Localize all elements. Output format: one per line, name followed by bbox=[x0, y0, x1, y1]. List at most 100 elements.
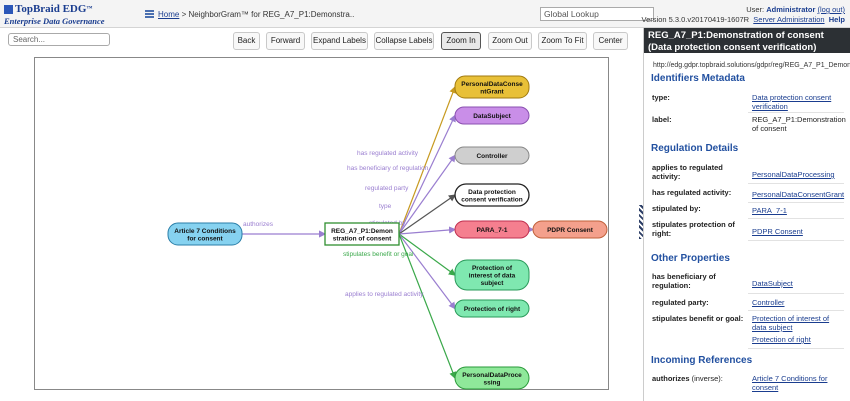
divider bbox=[748, 202, 844, 203]
hamburger-menu-icon[interactable] bbox=[145, 10, 154, 18]
node-label: PDPR Consent bbox=[547, 227, 594, 234]
applies-to-label: applies to regulated activity: bbox=[652, 163, 723, 181]
node-label: Protection of bbox=[472, 265, 513, 272]
breadcrumb-home-link[interactable]: Home bbox=[158, 10, 180, 19]
divider bbox=[748, 183, 844, 184]
breadcrumb-separator: > bbox=[179, 10, 189, 19]
neighborgram-graph[interactable]: authorizes has regulated activity has bene… bbox=[35, 58, 610, 391]
node-center[interactable]: REG_A7_P1:Demonstration of consent bbox=[324, 222, 400, 246]
regulated-party-link[interactable]: Controller bbox=[752, 298, 785, 307]
collapse-labels-button[interactable]: Collapse Labels bbox=[374, 32, 434, 50]
has-regulated-activity-label: has regulated activity: bbox=[652, 188, 732, 197]
edge-center-protect_right bbox=[398, 233, 456, 310]
back-button[interactable]: Back bbox=[233, 32, 260, 50]
edge-label-type: type bbox=[379, 203, 392, 210]
stipulates-protection-label: stipulates protection of right: bbox=[652, 220, 735, 238]
node-label: for consent bbox=[187, 235, 223, 242]
zoom-out-button[interactable]: Zoom Out bbox=[488, 32, 532, 50]
node-pdcg[interactable]: PersonalDataConsentGrant bbox=[454, 75, 530, 99]
edge-label-has_regulated_activity: has regulated activity bbox=[357, 150, 419, 157]
edge-center-datasubject bbox=[398, 114, 456, 235]
node-label: interest of data bbox=[469, 273, 516, 280]
node-shape bbox=[454, 146, 530, 165]
node-shape bbox=[532, 220, 608, 239]
label-label: label: bbox=[652, 115, 672, 124]
divider bbox=[748, 218, 844, 219]
node-datasubject[interactable]: DataSubject bbox=[454, 106, 530, 125]
stipulates-protection-link[interactable]: PDPR Consent bbox=[752, 227, 803, 236]
authorizes-label: authorizes (inverse): bbox=[652, 374, 723, 383]
node-label: stration of consent bbox=[333, 235, 392, 242]
edge-label-applies_to: applies to regulated activity bbox=[345, 291, 424, 298]
node-pdp[interactable]: PersonalDataProcessing bbox=[454, 366, 530, 390]
zoom-to-fit-button[interactable]: Zoom To Fit bbox=[538, 32, 587, 50]
type-value-link[interactable]: Data protection consent verification bbox=[752, 93, 832, 111]
logo-tm: ™ bbox=[86, 6, 93, 12]
node-shape bbox=[454, 183, 530, 207]
breadcrumb: Home > NeighborGram™ for REG_A7_P1:Demon… bbox=[158, 10, 354, 19]
divider bbox=[748, 240, 844, 241]
breadcrumb-current: NeighborGram™ for REG_A7_P1:Demonstra.. bbox=[188, 10, 355, 19]
node-label: REG_A7_P1:Demon bbox=[331, 228, 393, 235]
divider bbox=[748, 293, 844, 294]
node-shape bbox=[454, 220, 530, 239]
edge-center-para71 bbox=[398, 226, 457, 235]
applies-to-value-link[interactable]: PersonalDataProcessing bbox=[752, 170, 835, 179]
resource-uri: http://edg.gdpr.topbraid.solutions/gdpr/… bbox=[653, 62, 850, 69]
beneficiary-link[interactable]: DataSubject bbox=[752, 279, 793, 288]
benefit-goal-label: stipulates benefit or goal: bbox=[652, 314, 744, 323]
node-label: PersonalDataProce bbox=[462, 372, 522, 379]
authorizes-label-text: authorizes bbox=[652, 374, 690, 383]
benefit-goal-link-2[interactable]: Protection of right bbox=[752, 335, 811, 344]
version-text: Version 5.3.0.v20170419-1607R bbox=[641, 15, 750, 24]
search-input[interactable]: Search... bbox=[8, 33, 110, 46]
global-lookup-input[interactable]: Global Lookup bbox=[540, 7, 654, 21]
expand-labels-button[interactable]: Expand Labels bbox=[311, 32, 368, 50]
node-shape bbox=[167, 222, 243, 246]
stipulated-by-link[interactable]: PARA_7-1 bbox=[752, 206, 787, 215]
logout-link[interactable]: (log out) bbox=[817, 5, 845, 14]
logo-title: TopBraid EDG bbox=[15, 3, 87, 15]
logo-icon bbox=[4, 4, 13, 14]
node-label: Data protection bbox=[468, 189, 516, 196]
beneficiary-label: has beneficiary of regulation: bbox=[652, 272, 716, 290]
user-name: Administrator bbox=[766, 5, 816, 14]
benefit-goal-link-1[interactable]: Protection of interest of data subject bbox=[752, 314, 830, 332]
help-link[interactable]: Help bbox=[828, 15, 845, 24]
panel-title: REG_A7_P1:Demonstration of consent (Data… bbox=[644, 28, 850, 53]
edge-label-authorizes: authorizes bbox=[243, 221, 274, 228]
node-label: Article 7 Conditions bbox=[174, 228, 236, 235]
forward-button[interactable]: Forward bbox=[266, 32, 305, 50]
node-para71[interactable]: PARA_7-1 bbox=[454, 220, 530, 239]
edge-center-protect_interest bbox=[398, 233, 456, 276]
divider bbox=[748, 112, 844, 113]
has-regulated-activity-link[interactable]: PersonalDataConsentGrant bbox=[752, 190, 845, 199]
edge-center-controller bbox=[398, 154, 456, 235]
zoom-in-button[interactable]: Zoom In bbox=[441, 32, 481, 50]
node-pdpr[interactable]: PDPR Consent bbox=[532, 220, 608, 239]
authorizes-link[interactable]: Article 7 Conditions for consent bbox=[752, 374, 828, 392]
section-regulation: Regulation Details bbox=[651, 143, 739, 154]
server-admin-link[interactable]: Server Administration bbox=[753, 15, 825, 24]
node-label: Controller bbox=[476, 153, 508, 160]
center-button[interactable]: Center bbox=[593, 32, 628, 50]
edge-label-stipulates_benefit: stipulates benefit or goal bbox=[343, 251, 414, 258]
node-label: ntGrant bbox=[480, 88, 504, 95]
edge-label-has_beneficiary: has beneficiary of regulation bbox=[347, 165, 429, 172]
inverse-suffix: (inverse): bbox=[689, 374, 723, 383]
type-label: type: bbox=[652, 93, 670, 102]
node-controller[interactable]: Controller bbox=[454, 146, 530, 165]
edge-label-regulated_party: regulated party bbox=[365, 185, 409, 192]
edge-center-pdcg bbox=[398, 85, 457, 235]
panel-resize-handle[interactable] bbox=[639, 205, 644, 239]
node-shape bbox=[324, 222, 400, 246]
node-protect_right[interactable]: Protection of right bbox=[454, 299, 530, 318]
divider bbox=[748, 348, 844, 349]
stipulated-by-label: stipulated by: bbox=[652, 204, 701, 213]
graph-canvas[interactable]: authorizes has regulated activity has bene… bbox=[34, 57, 609, 390]
